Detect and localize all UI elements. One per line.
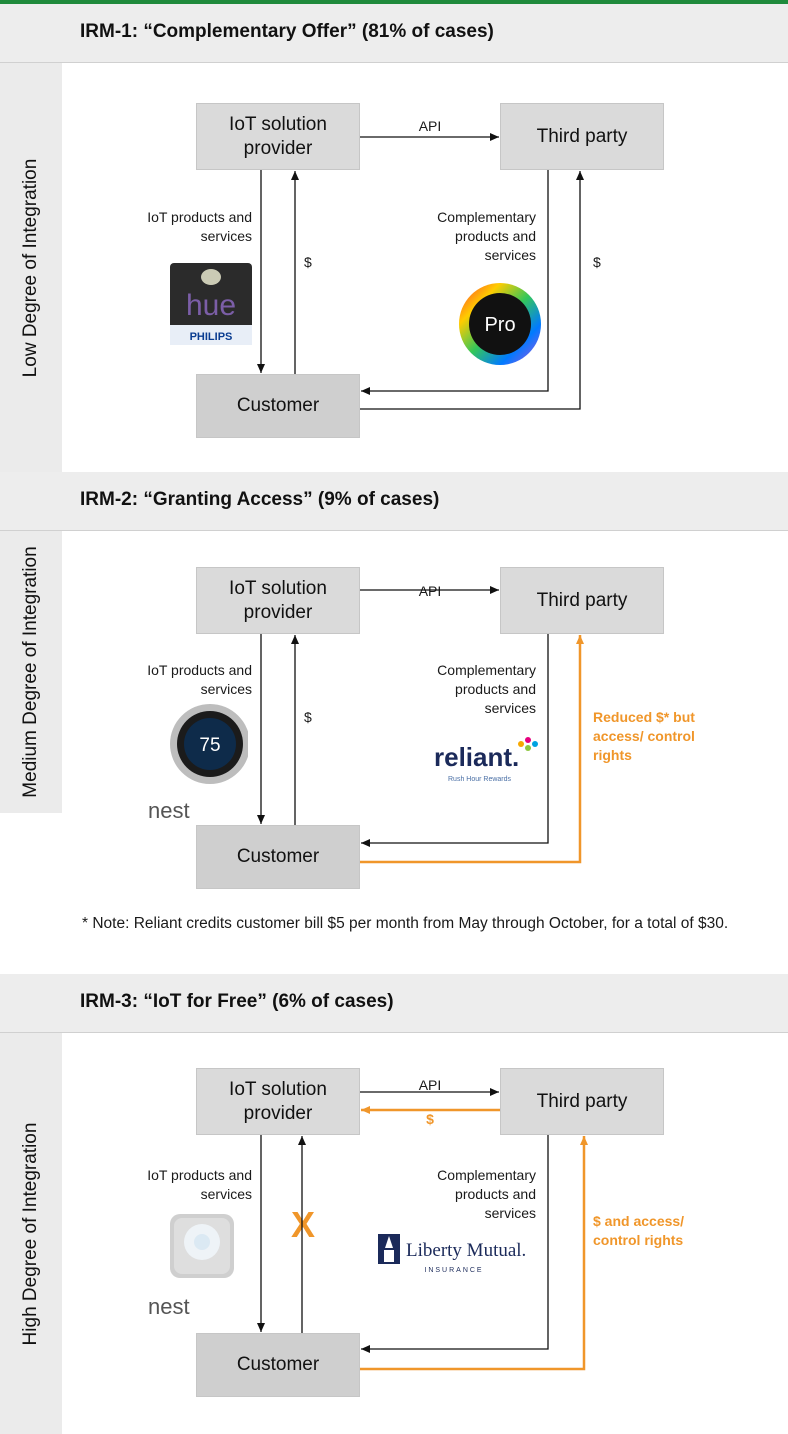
api-label: API [418,1077,442,1093]
api-label: API [418,118,442,134]
insurance-text: INSURANCE [424,1267,483,1274]
nest-text: nest [148,1294,190,1318]
complementary-arrow [361,170,549,395]
section-title: IRM-1: “Complementary Offer” (81% of cas… [80,21,494,42]
customer-box: Customer [196,825,360,889]
section-header-irm1: IRM-1: “Complementary Offer” (81% of cas… [0,4,788,63]
complementary-label: Complementary products and services [437,662,536,716]
philips-hue-logo: hue PHILIPS [170,263,252,345]
access-rights-arrow [360,1136,588,1371]
side-band-low [0,63,62,472]
liberty-mutual-logo: Liberty Mutual. INSURANCE [376,1228,544,1280]
complementary-arrow [361,634,549,847]
complementary-label: Complementary products and services [437,1167,536,1221]
hue-text: hue [186,289,236,322]
complementary-arrow [361,1135,549,1353]
payment-label: $ [593,254,601,270]
third-to-provider-payment-label: $ [426,1111,434,1127]
iot-products-label: IoT products and services [147,209,252,244]
side-band-high [0,1033,62,1434]
customer-box: Customer [196,1333,360,1397]
pro-color-wheel-logo: Pro [458,281,544,367]
pro-text: Pro [484,314,515,336]
footnote: * Note: Reliant credits customer bill $5… [82,915,729,932]
payment-label: $ [304,254,312,270]
nest-text: nest [148,798,190,823]
api-label: API [418,583,442,599]
provider-box: IoT solution provider [196,567,360,634]
complementary-label: Complementary products and services [437,209,536,263]
access-rights-arrow [360,635,584,864]
no-payment-x: X [291,1204,316,1245]
section-header-irm3: IRM-3: “IoT for Free” (6% of cases) [0,974,788,1033]
top-rule [0,0,788,4]
philips-text: PHILIPS [190,331,233,343]
third-flow-label: $ and access/ control rights [593,1213,685,1248]
third-flow-label: Reduced $* but access/ control rights [593,709,695,763]
nest-thermostat-logo: 75 nest [148,700,250,824]
iot-products-label: IoT products and services [147,1167,252,1202]
liberty-text: Liberty Mutual. [406,1240,526,1261]
iot-products-label: IoT products and services [147,662,252,697]
section-header-irm2: IRM-2: “Granting Access” (9% of cases) [0,472,788,531]
side-band-medium [0,531,62,813]
payment-arrow [360,171,584,410]
section-title: IRM-3: “IoT for Free” (6% of cases) [80,991,394,1012]
thermostat-reading: 75 [199,735,220,756]
customer-box: Customer [196,374,360,438]
reliant-logo: reliant. Rush Hour Rewards [432,734,540,786]
provider-box: IoT solution provider [196,103,360,170]
section-title: IRM-2: “Granting Access” (9% of cases) [80,489,440,510]
third-party-box: Third party [500,1068,664,1135]
provider-box: IoT solution provider [196,1068,360,1135]
reliant-text: reliant. [434,742,519,772]
third-party-box: Third party [500,103,664,170]
nest-protect-logo: nest [148,1212,240,1319]
payment-label: $ [304,709,312,725]
reliant-tagline: Rush Hour Rewards [448,776,512,783]
third-party-box: Third party [500,567,664,634]
